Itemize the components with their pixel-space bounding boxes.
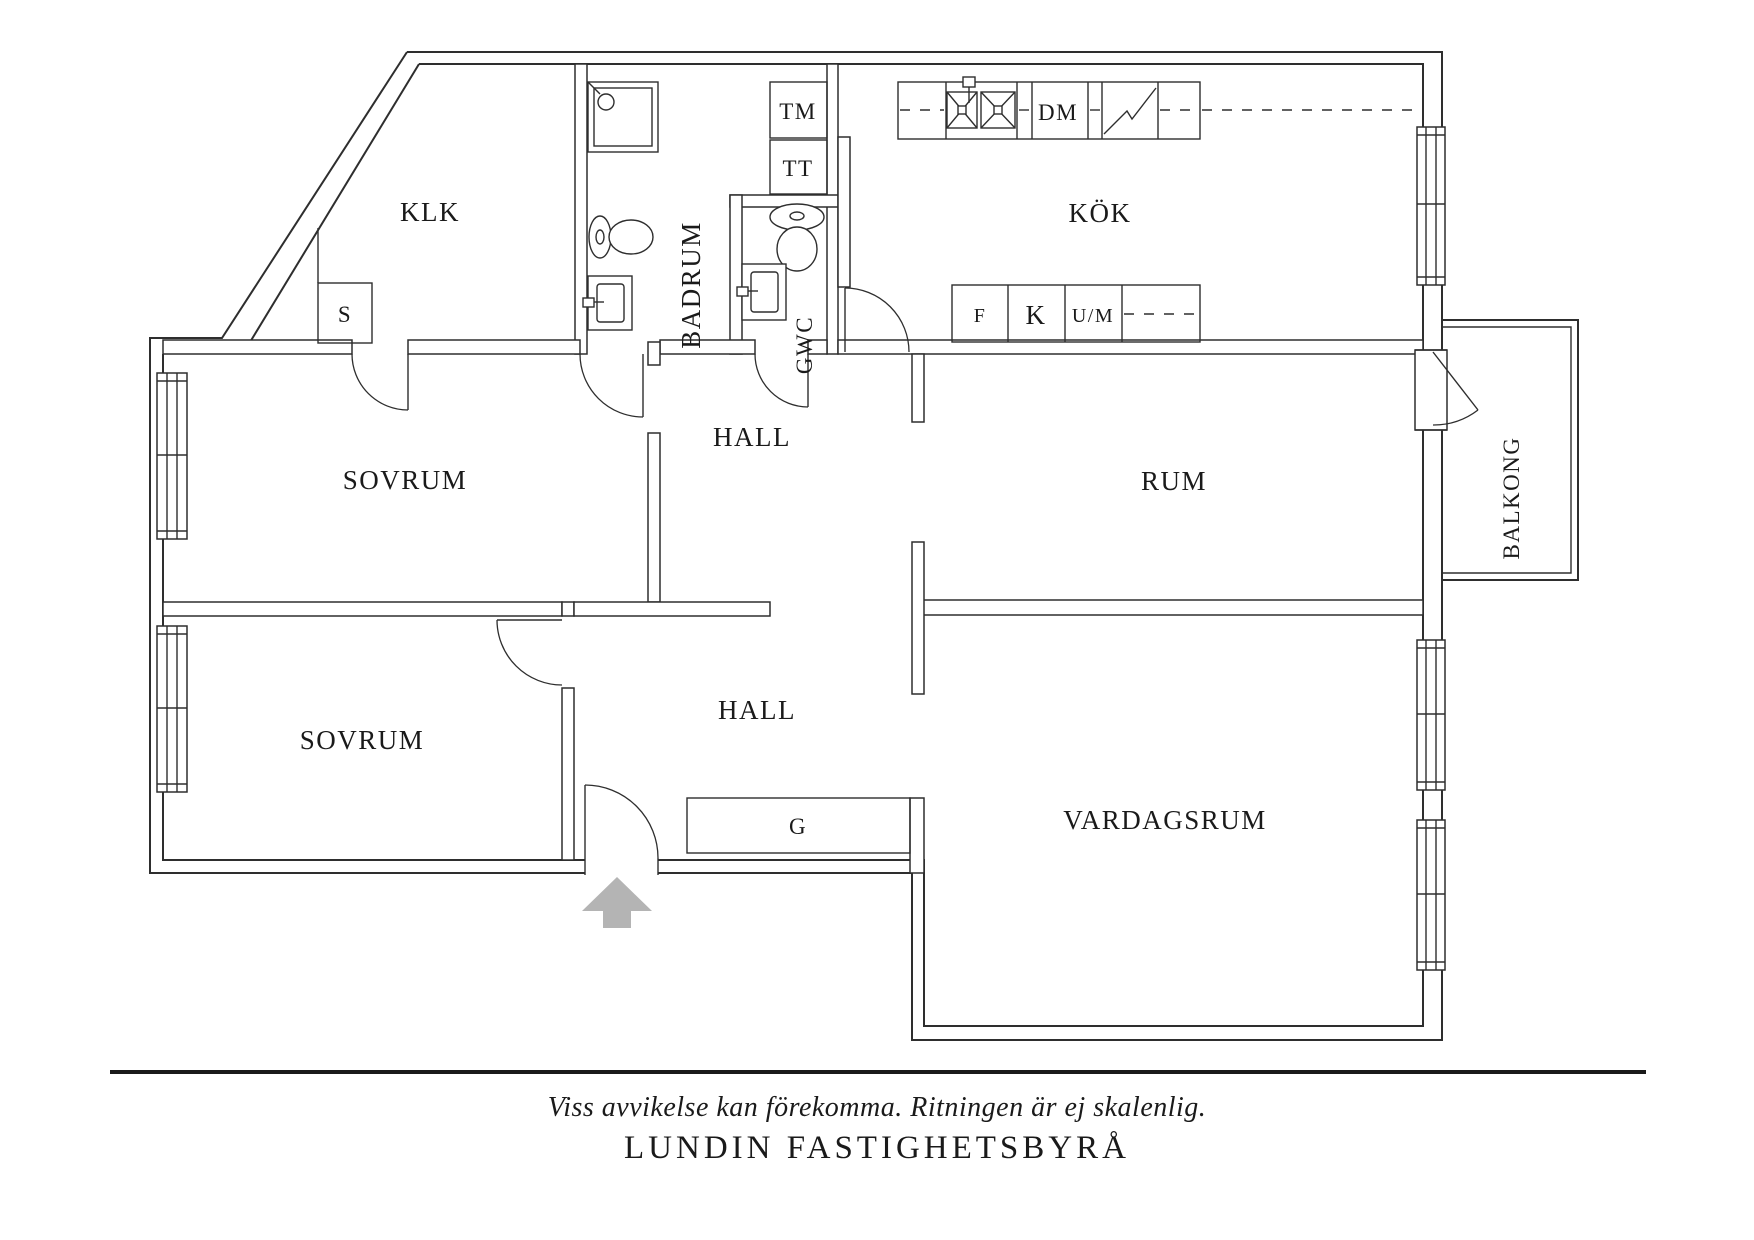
door-icon-badrum bbox=[579, 353, 644, 418]
room-label-balkong: BALKONG bbox=[1499, 437, 1524, 560]
room-label-hall-upper: HALL bbox=[713, 422, 791, 452]
room-label-sovrum-bottom: SOVRUM bbox=[300, 725, 425, 755]
door-icon-klk bbox=[351, 353, 409, 411]
toilet-icon-gwc bbox=[769, 203, 825, 272]
label-f: F bbox=[974, 305, 987, 327]
windows bbox=[156, 126, 1446, 971]
door-icon-gwc bbox=[754, 353, 809, 408]
window-icon-sovrum-top bbox=[156, 372, 188, 540]
kitchen-sink-icon bbox=[946, 76, 1016, 129]
kitchen-lower-cabinets bbox=[951, 284, 1201, 343]
fixture-labels: S TM TT DM F K U/M G bbox=[338, 99, 1114, 839]
label-closet-g: G bbox=[789, 814, 807, 839]
room-label-gwc: GWC bbox=[792, 316, 817, 374]
closet-s-box bbox=[317, 282, 373, 344]
balcony bbox=[1414, 319, 1579, 581]
shower-icon bbox=[587, 81, 659, 153]
footer-disclaimer: Viss avvikelse kan förekomma. Ritningen … bbox=[548, 1092, 1207, 1123]
sink-icon-badrum bbox=[582, 275, 633, 331]
sink-icon-gwc bbox=[736, 263, 787, 321]
label-tt: TT bbox=[782, 156, 813, 181]
footer-brand: LUNDIN FASTIGHETSBYRÅ bbox=[624, 1129, 1130, 1166]
doors bbox=[351, 287, 910, 859]
footer: Viss avvikelse kan förekomma. Ritningen … bbox=[110, 1070, 1646, 1166]
label-dm: DM bbox=[1038, 100, 1078, 125]
room-label-hall-lower: HALL bbox=[718, 695, 796, 725]
exterior-walls bbox=[149, 51, 1443, 1041]
bathroom-fixtures bbox=[582, 81, 825, 331]
room-label-sovrum-top: SOVRUM bbox=[343, 465, 468, 495]
door-icon-entrance bbox=[584, 784, 659, 859]
closet-boxes bbox=[317, 282, 911, 854]
door-icon-kok bbox=[844, 287, 910, 353]
room-label-rum: RUM bbox=[1141, 466, 1207, 496]
laundry-cabinets bbox=[769, 81, 828, 195]
room-label-vardagsrum: VARDAGSRUM bbox=[1063, 805, 1267, 835]
window-icon-vardagsrum-upper bbox=[1416, 639, 1446, 791]
label-um: U/M bbox=[1072, 305, 1114, 327]
door-icon-sovrum-bottom bbox=[496, 619, 563, 686]
room-label-klk: KLK bbox=[400, 197, 460, 227]
footer-divider bbox=[110, 1070, 1646, 1074]
window-icon-vardagsrum-lower bbox=[1416, 819, 1446, 971]
toilet-icon-badrum bbox=[588, 215, 654, 259]
balcony-door-icon bbox=[1432, 351, 1479, 426]
room-labels: KLK BADRUM GWC KÖK SOVRUM HALL RUM SOVRU… bbox=[300, 197, 1524, 835]
window-icon-sovrum-bottom bbox=[156, 625, 188, 793]
room-label-badrum: BADRUM bbox=[676, 221, 706, 349]
room-label-kok: KÖK bbox=[1069, 198, 1132, 228]
closet-g-box bbox=[686, 797, 911, 854]
label-closet-s: S bbox=[338, 302, 352, 327]
window-icon-rum bbox=[1416, 126, 1446, 286]
entrance-arrow-icon bbox=[582, 877, 652, 928]
label-k: K bbox=[1026, 300, 1047, 330]
label-tm: TM bbox=[779, 99, 817, 124]
interior-walls bbox=[162, 63, 1424, 874]
kitchen-upper-counter bbox=[897, 76, 1420, 140]
stove-icon bbox=[1103, 87, 1157, 135]
